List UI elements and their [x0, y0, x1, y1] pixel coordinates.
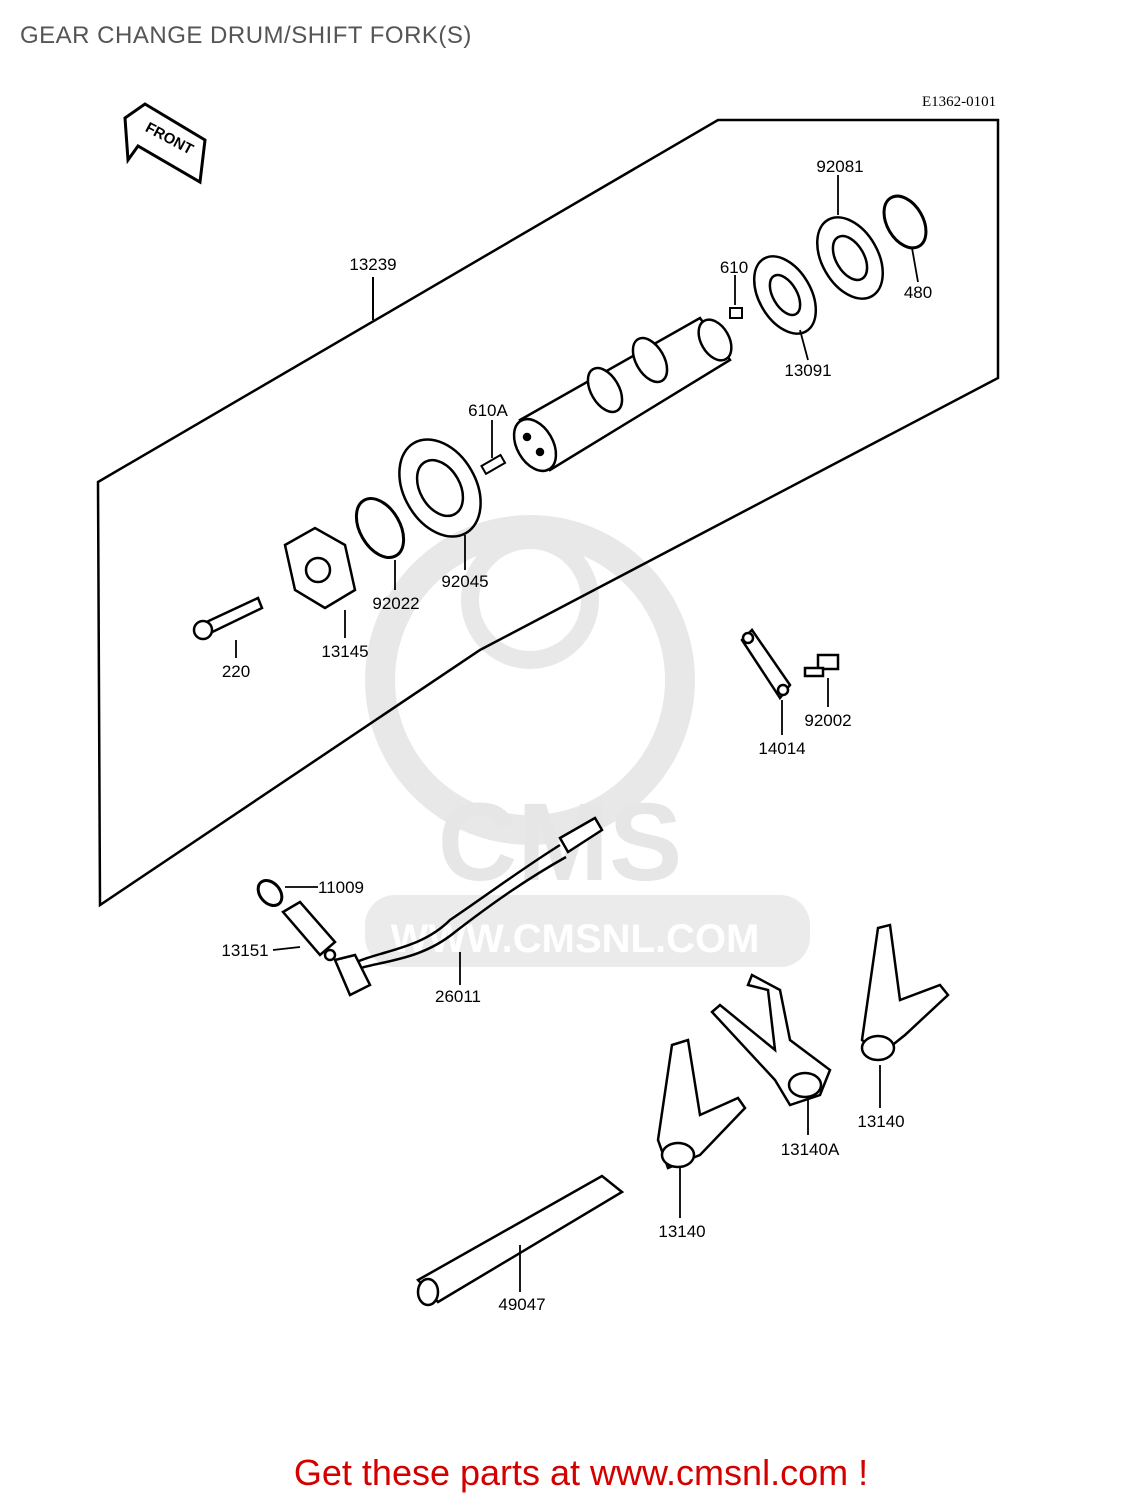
part-label-11009: 11009 — [318, 878, 364, 897]
circlip — [882, 194, 928, 250]
shift-fork-middle — [710, 973, 832, 1107]
part-label-13091: 13091 — [784, 361, 831, 380]
part-label-13140A: 13140A — [781, 1140, 840, 1159]
pin-610 — [729, 307, 743, 319]
o-ring — [354, 497, 406, 559]
part-label-610: 610 — [720, 258, 748, 277]
bearing — [398, 438, 482, 538]
part-label-220: 220 — [222, 662, 250, 681]
washer — [256, 878, 284, 908]
front-arrow-icon: FRONT — [123, 102, 207, 185]
switch-lead — [333, 816, 604, 997]
neutral-switch — [281, 900, 337, 962]
part-label-13151: 13151 — [221, 941, 268, 960]
part-label-92045: 92045 — [441, 572, 488, 591]
shift-fork-right — [860, 923, 950, 1062]
bolt — [192, 596, 264, 641]
part-label-26011: 26011 — [435, 987, 481, 1006]
leader-lines — [235, 175, 919, 1292]
watermark-url: WWW.CMSNL.COM — [391, 917, 760, 961]
shift-fork-left — [656, 1038, 747, 1170]
gear-change-drum — [512, 316, 733, 473]
pin-610A — [480, 453, 507, 476]
part-label-13140-left: 13140 — [658, 1222, 705, 1241]
part-label-92081: 92081 — [816, 157, 863, 176]
part-label-480: 480 — [904, 283, 932, 302]
cam — [283, 526, 357, 610]
watermark-logo: CMS — [438, 781, 682, 904]
part-label-49047: 49047 — [498, 1295, 545, 1314]
page-title: GEAR CHANGE DRUM/SHIFT FORK(S) — [20, 22, 472, 49]
assembly-outline — [96, 118, 1000, 908]
part-label-13239: 13239 — [349, 255, 396, 274]
screw — [803, 653, 840, 678]
part-label-610A: 610A — [468, 401, 508, 420]
diagram-reference-code: E1362-0101 — [922, 94, 996, 110]
watermark: CMS WWW.CMSNL.COM — [365, 515, 810, 967]
part-label-13145: 13145 — [321, 642, 368, 661]
part-label-14014: 14014 — [758, 739, 805, 758]
stopper-plate — [740, 628, 792, 701]
part-label-92002: 92002 — [804, 711, 851, 730]
shift-shaft — [416, 1174, 625, 1307]
gear — [752, 255, 818, 335]
part-label-92022: 92022 — [372, 594, 419, 613]
footer-shop-link[interactable]: Get these parts at www.cmsnl.com ! — [293, 1452, 869, 1493]
part-label-13140-right: 13140 — [857, 1112, 904, 1131]
plate — [816, 216, 884, 300]
